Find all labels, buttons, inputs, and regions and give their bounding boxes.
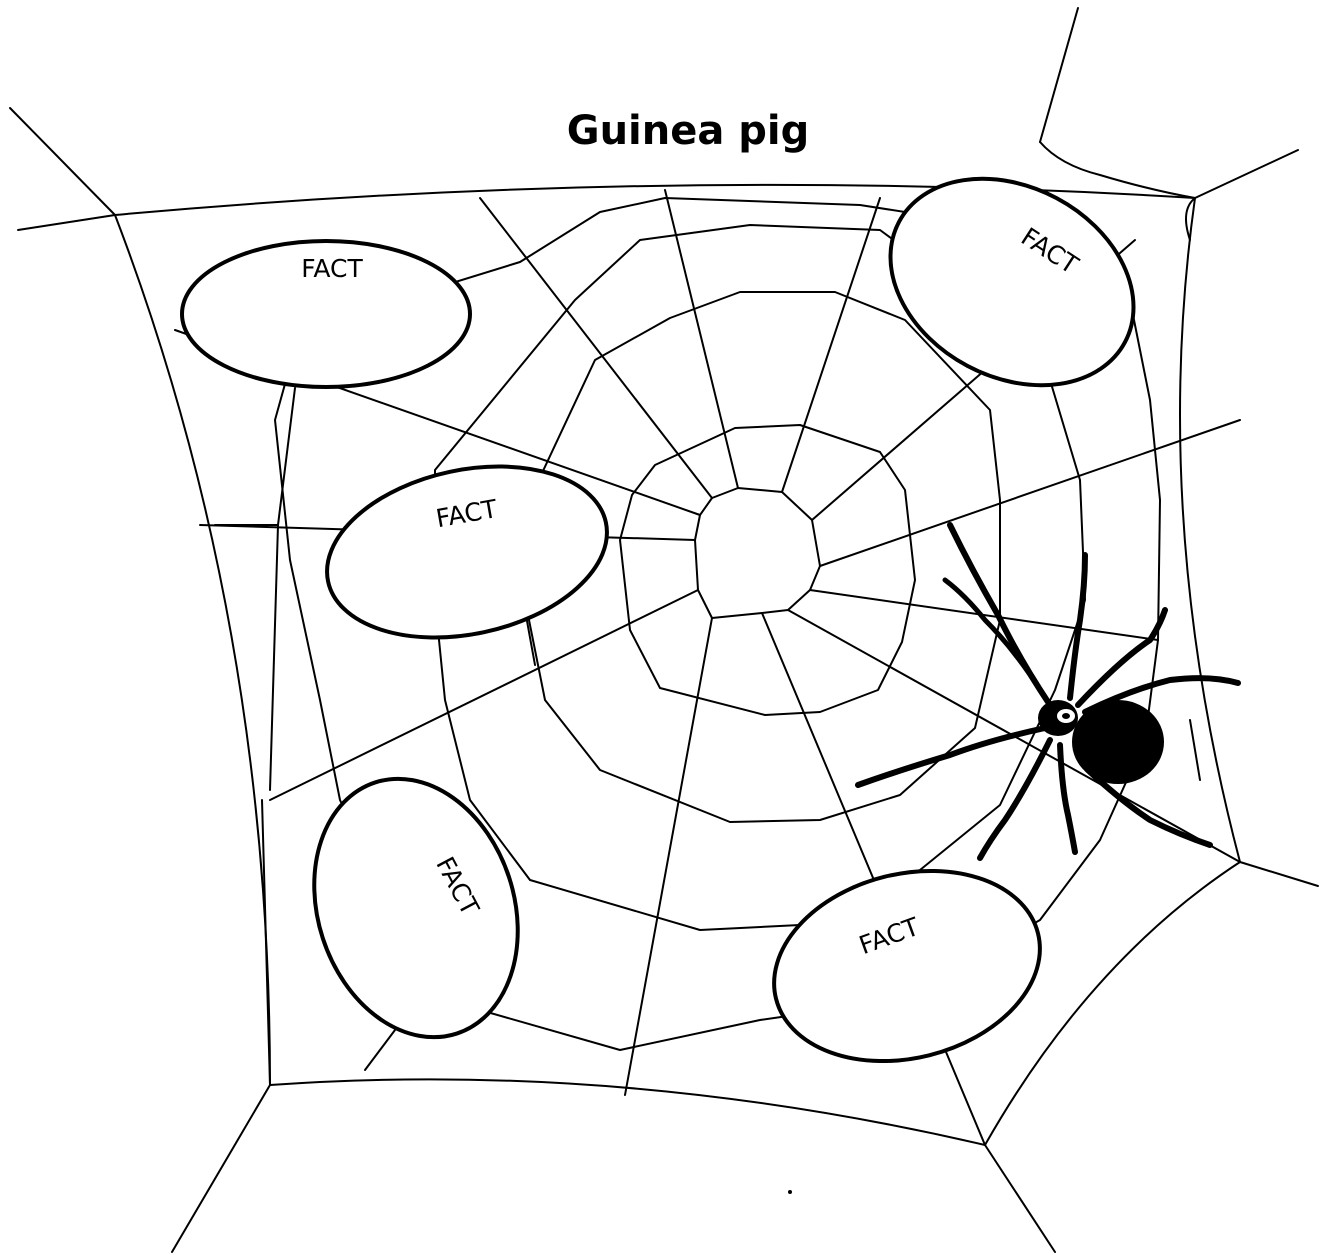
web-hub — [695, 488, 820, 618]
spider-web — [10, 8, 1318, 1252]
fact-bubble-1[interactable]: FACT — [182, 241, 470, 387]
fact-bubble-5[interactable]: FACT — [754, 844, 1060, 1088]
stray-mark — [788, 1190, 792, 1194]
fact-label: FACT — [301, 254, 363, 283]
worksheet-title: Guinea pig — [567, 108, 810, 154]
fact-bubble-3[interactable]: FACT — [311, 442, 623, 661]
fact-bubble-4[interactable]: FACT — [282, 752, 550, 1064]
